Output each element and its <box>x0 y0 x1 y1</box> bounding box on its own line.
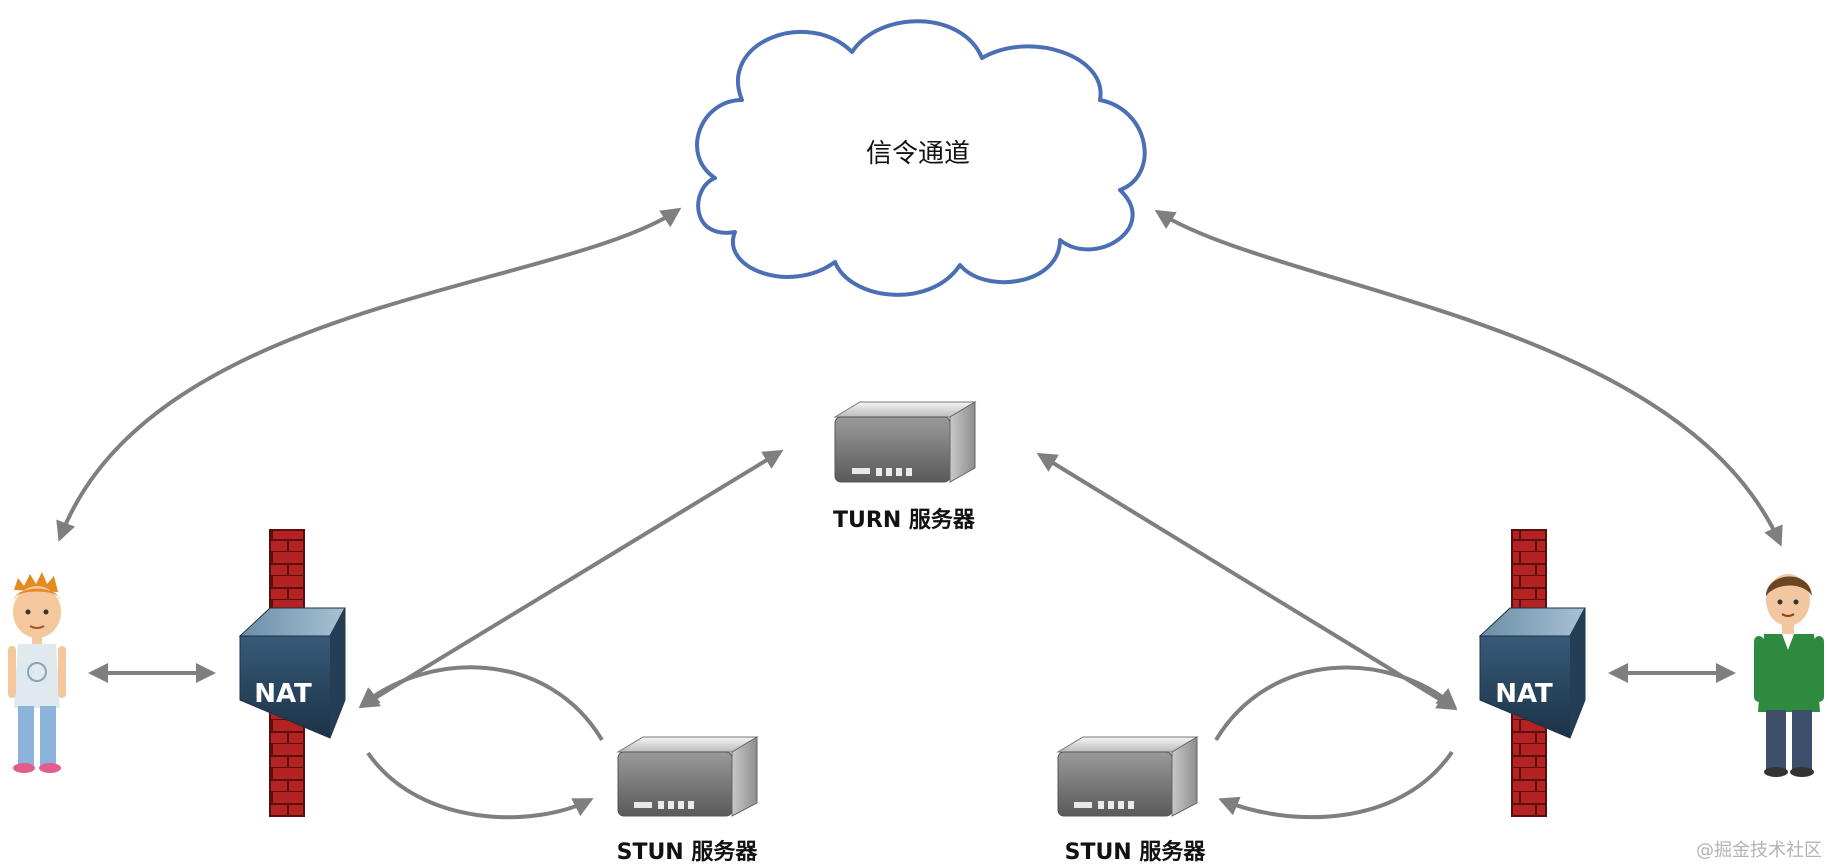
user-right-icon <box>1754 574 1824 777</box>
arrow-left-stun-to-nat <box>358 665 604 742</box>
stun-server-left: STUN 服务器 <box>616 736 759 865</box>
user-left-icon <box>8 572 66 773</box>
arrow-left-nat-to-stun <box>366 751 594 820</box>
watermark: @掘金技术社区 <box>1696 840 1822 861</box>
stun-server-right: STUN 服务器 <box>1056 736 1207 865</box>
signaling-cloud: 信令通道 <box>695 19 1147 297</box>
stun-server-left-label: STUN 服务器 <box>617 840 759 865</box>
arrow-left-nat-to-turn <box>358 449 784 709</box>
arrow-left-user-to-cloud <box>56 207 682 542</box>
nat-left-label: NAT <box>254 679 312 709</box>
arrow-right-user-to-cloud <box>1154 209 1783 547</box>
nat-router-right-icon: NAT <box>1478 607 1586 739</box>
stun-server-right-icon <box>1056 736 1199 817</box>
arrow-right-nat-to-turn <box>1036 452 1458 711</box>
nat-router-left-icon: NAT <box>238 607 346 739</box>
nat-right: NAT <box>1478 529 1586 817</box>
stun-server-left-icon <box>616 736 759 817</box>
arrow-right-stun-to-nat <box>1214 665 1458 742</box>
nat-left: NAT <box>238 529 346 817</box>
turn-server: TURN 服务器 <box>833 401 977 533</box>
nat-right-label: NAT <box>1495 679 1553 709</box>
turn-server-label: TURN 服务器 <box>833 508 976 533</box>
arrows <box>56 207 1783 820</box>
stun-server-right-label: STUN 服务器 <box>1065 840 1207 865</box>
turn-server-icon <box>833 401 977 483</box>
arrow-right-nat-to-stun <box>1218 750 1454 820</box>
cloud-label: 信令通道 <box>866 139 970 169</box>
